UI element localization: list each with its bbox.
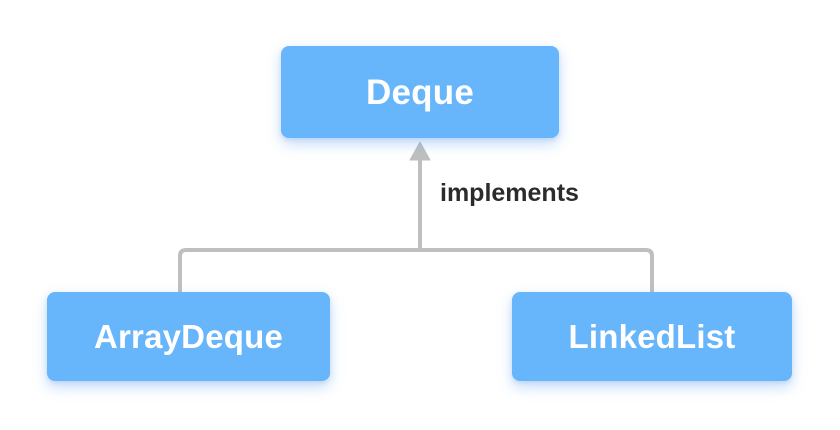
- uml-node-deque[interactable]: Deque: [281, 46, 559, 138]
- uml-node-deque-label: Deque: [366, 72, 474, 112]
- connector-branch-bar: [178, 248, 654, 292]
- implements-connector: [178, 141, 654, 292]
- inheritance-arrowhead-icon: [409, 141, 431, 161]
- uml-node-linkedlist[interactable]: LinkedList: [512, 292, 792, 381]
- uml-node-arraydeque-label: ArrayDeque: [93, 318, 284, 355]
- uml-node-linkedlist-label: LinkedList: [568, 318, 736, 355]
- edge-label-implements: implements: [440, 179, 579, 207]
- uml-node-arraydeque[interactable]: ArrayDeque: [47, 292, 330, 381]
